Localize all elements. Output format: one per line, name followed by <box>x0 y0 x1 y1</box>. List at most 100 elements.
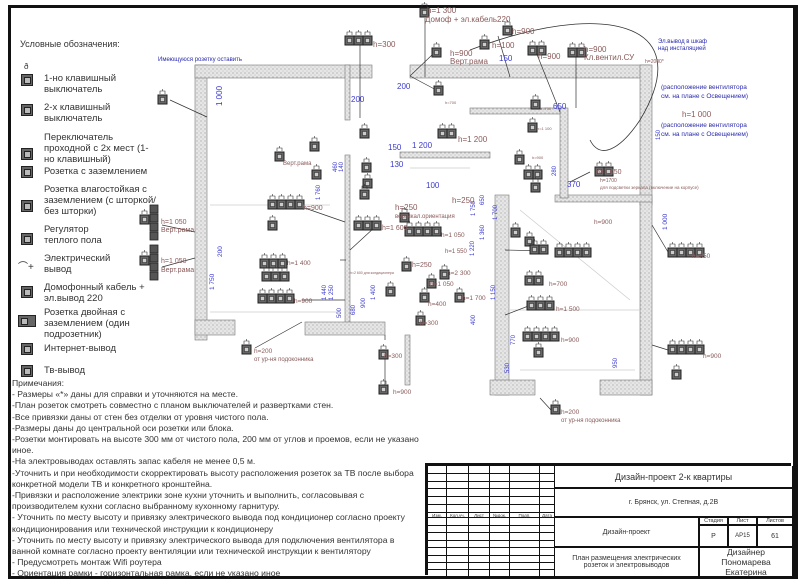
legend-item: Розетка влагостойкая с заземлением (с шт… <box>44 184 156 217</box>
socket-lead-icon <box>268 288 275 293</box>
socket-lead-icon <box>421 2 428 7</box>
wall <box>304 321 386 336</box>
height-label: h=300 <box>384 353 403 360</box>
revision-cell <box>428 556 447 563</box>
plan-annotation: Верт.рама <box>283 161 312 167</box>
socket-lead-icon <box>441 264 448 269</box>
revision-cell <box>428 563 447 570</box>
sheet-value: АР15 <box>729 526 758 548</box>
socket-lead-icon <box>552 399 559 404</box>
socket-face-icon <box>364 165 369 170</box>
socket-block <box>274 146 285 162</box>
socket-lead-icon <box>311 136 318 141</box>
revision-cell <box>490 474 510 482</box>
revision-cell <box>490 548 510 556</box>
socket-block <box>415 310 426 326</box>
height-label: h=900 <box>393 389 412 396</box>
socket-face-icon <box>513 230 518 235</box>
socket-block <box>522 326 560 342</box>
note-item: -План розеток смотреть совместно с плано… <box>12 400 334 411</box>
socket-face-icon <box>536 278 541 283</box>
socket-lead-icon <box>537 295 544 300</box>
socket-face-icon <box>160 97 165 102</box>
dimension: 1 700 <box>493 204 499 220</box>
socket-lead-icon <box>516 149 523 154</box>
socket-lead-icon <box>401 207 408 212</box>
height-label: h=2000* <box>645 59 664 65</box>
socket-block <box>502 20 513 36</box>
socket-lead-icon <box>673 364 680 369</box>
revision-cell <box>428 570 447 578</box>
socket-lead-icon <box>535 270 542 275</box>
socket-lead-icon <box>428 273 435 278</box>
revision-cell <box>540 497 555 505</box>
dimension: 140 <box>339 161 345 172</box>
revision-cell <box>490 466 510 474</box>
dimension: 1 750 <box>209 273 216 290</box>
legend-item: Регулятор теплого пола <box>44 224 102 246</box>
wall <box>409 64 651 79</box>
revision-cell <box>447 548 469 556</box>
socket-face-icon <box>436 88 441 93</box>
revision-cell <box>490 497 510 505</box>
switch-lead-icon: ð <box>24 62 29 71</box>
dimension: 950 <box>613 357 619 368</box>
socket-lead-icon <box>269 194 276 199</box>
legend-item: 2-х клавишный выключатель <box>44 102 111 124</box>
note-item: - Уточнить по месту высоту и привязку эл… <box>12 534 395 557</box>
revision-cell <box>510 489 540 497</box>
socket-stack-icon <box>149 244 159 254</box>
socket-lead-icon <box>583 242 590 247</box>
height-label: h=300 <box>373 40 396 49</box>
designer-name: Пономарева Екатерина <box>721 557 771 577</box>
socket-face-icon <box>505 28 510 33</box>
socket-lead-icon <box>387 281 394 286</box>
socket-lead-icon <box>433 221 440 226</box>
socket-face-icon <box>517 157 522 162</box>
socket-block <box>567 42 587 58</box>
socket-lead-icon <box>373 215 380 220</box>
socket-face-icon <box>365 181 370 186</box>
note-item: - Предусмотреть монтаж Wifi роутера <box>12 557 162 568</box>
socket-lead-icon <box>669 242 676 247</box>
socket-lead-icon <box>546 295 553 300</box>
plan-note: (расположение вентилятора <box>661 122 747 129</box>
revision-cell <box>428 497 447 505</box>
socket-block <box>527 40 547 56</box>
revision-cell <box>510 466 540 474</box>
socket-stack-icon <box>149 213 159 223</box>
socket-lead-icon <box>406 221 413 226</box>
socket-lead-icon <box>605 161 612 166</box>
socket-block <box>439 264 450 280</box>
socket-lead-icon <box>678 339 685 344</box>
socket-lead-icon <box>596 161 603 166</box>
socket-lead-icon <box>417 310 424 315</box>
revision-cell <box>447 556 469 563</box>
wall <box>559 107 569 199</box>
height-label: h=250 <box>395 203 418 212</box>
socket-lead-icon <box>456 287 463 292</box>
double-key-switch-icon <box>21 104 33 116</box>
socket-face-icon <box>381 352 386 357</box>
socket-face-icon <box>407 229 412 234</box>
socket-block <box>667 339 705 355</box>
plan-annotation: Верт.рама <box>161 227 194 234</box>
height-label: h=700 <box>445 100 457 105</box>
revision-cell <box>490 489 510 497</box>
socket-face-icon <box>674 372 679 377</box>
socket-face-icon <box>525 334 530 339</box>
socket-lead-icon <box>361 123 368 128</box>
socket-block <box>437 123 457 139</box>
socket-block <box>419 287 430 303</box>
socket-lead-icon <box>364 215 371 220</box>
socket-lead-icon <box>287 194 294 199</box>
height-label: h=1 100 <box>537 126 552 131</box>
socket-lead-icon <box>313 164 320 169</box>
leader-line <box>349 226 376 251</box>
socket-face-icon <box>688 250 693 255</box>
height-label: h=400 <box>428 301 447 308</box>
socket-lead-icon <box>512 222 519 227</box>
height-label: h=900 <box>303 205 323 212</box>
socket-block <box>309 136 320 152</box>
socket-face-icon <box>533 185 538 190</box>
